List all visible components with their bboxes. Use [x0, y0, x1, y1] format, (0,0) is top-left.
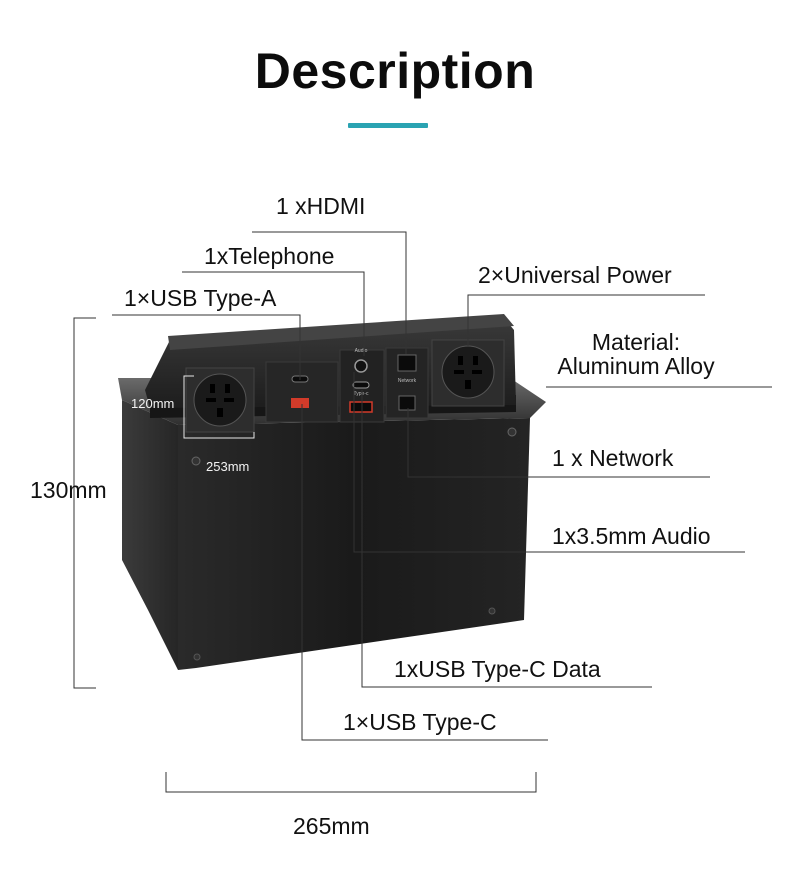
leader-universal-power: [467, 294, 705, 346]
inner-dim-bracket: [183, 375, 255, 439]
title-underline: [348, 123, 428, 128]
audio-tag: Audio: [355, 348, 368, 354]
label-hdmi: 1 xHDMI: [276, 193, 366, 219]
hdmi-port-icon: [349, 401, 373, 413]
screw-icon: [191, 456, 201, 466]
label-network: 1 x Network: [552, 445, 674, 471]
page-title: Description: [254, 43, 536, 99]
label-universal-power: 2×Universal Power: [478, 262, 672, 288]
screw-icon: [507, 427, 517, 437]
dimension-inner-width: 253mm: [206, 459, 250, 474]
label-usb-type-c: 1×USB Type-C: [343, 709, 497, 735]
label-material: Material: Aluminum Alloy: [544, 330, 728, 378]
screw-icon: [488, 607, 496, 615]
leader-network: [407, 408, 710, 478]
universal-socket-right-icon: [441, 345, 495, 399]
network-tag: Network: [398, 378, 417, 384]
label-usb-type-c-data: 1xUSB Type-C Data: [394, 656, 601, 682]
leader-usb-c-data: [361, 390, 652, 688]
leader-audio: [353, 372, 745, 553]
label-usb-type-a: 1×USB Type-A: [124, 285, 277, 311]
typec-tag: Type-c: [353, 391, 369, 397]
box-side: [122, 400, 178, 670]
label-audio: 1x3.5mm Audio: [552, 523, 711, 549]
leader-telephone: [182, 271, 365, 356]
height-dim-bracket: [73, 317, 96, 689]
label-material-line1: Material:: [591, 329, 681, 355]
lid-edge: [168, 314, 514, 350]
width-dim-bracket: [165, 772, 537, 793]
dimension-width: 265mm: [293, 813, 370, 839]
usb-type-a-port-icon: [291, 398, 309, 408]
label-material-line2: Aluminum Alloy: [557, 353, 715, 380]
label-telephone: 1xTelephone: [204, 243, 335, 269]
network-port-icon: [398, 395, 416, 411]
universal-socket-left-icon: [193, 373, 247, 427]
dimension-inner-height: 120mm: [131, 396, 175, 411]
leader-usb-a: [112, 314, 301, 380]
screw-icon: [193, 653, 201, 661]
leader-usb-c: [301, 404, 548, 741]
dimension-height: 130mm: [30, 477, 107, 503]
telephone-port-icon: [397, 354, 417, 372]
audio-jack-icon: [354, 359, 368, 373]
usb-c-data-port-icon: [352, 381, 370, 389]
leader-hdmi: [252, 231, 407, 354]
